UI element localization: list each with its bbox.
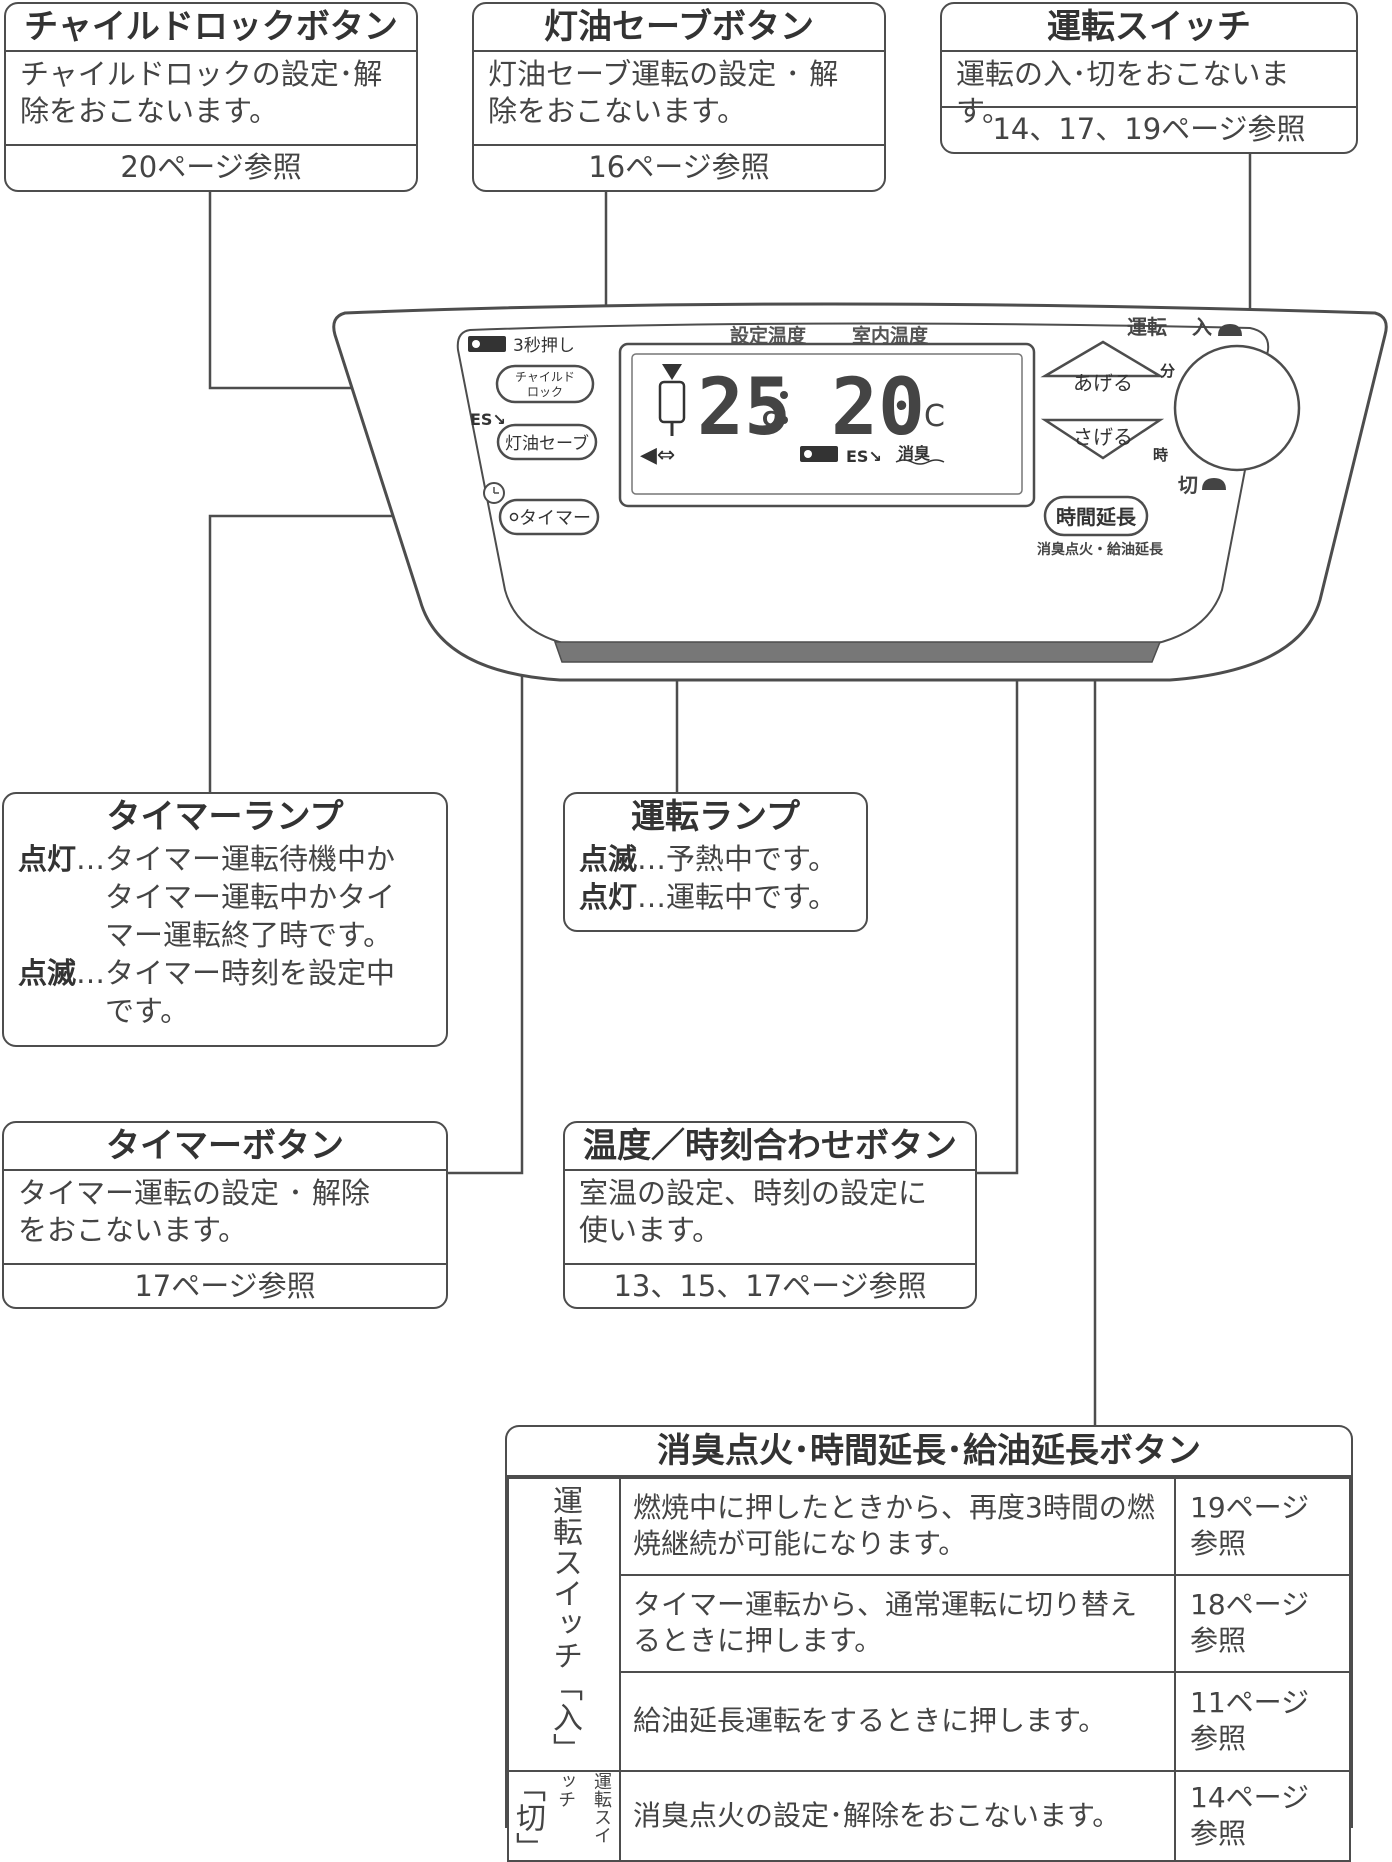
- timer-button[interactable]: [498, 498, 600, 536]
- timer-button-desc: タイマー運転の設定 ･ 解除 をおこないます。: [18, 1176, 370, 1247]
- svg-text:25: 25: [697, 363, 791, 453]
- group-off-cell: 「切」 運転スイッチ: [507, 1770, 621, 1862]
- row-text: 燃焼中に押したときから、再度3時間の燃焼継続が可能になります。: [619, 1477, 1176, 1576]
- svg-text:C: C: [924, 399, 945, 434]
- time-extend-button[interactable]: [1043, 495, 1149, 537]
- svg-text:3秒押し: 3秒押し: [513, 336, 575, 356]
- row-text: タイマー運転から、通常運転に切り替えるときに押します。: [619, 1573, 1176, 1673]
- run-lamp-callout: 運転ランプ 点滅…予熱中です。 点灯…運転中です。: [563, 792, 868, 932]
- svg-text:あげる: あげる: [1073, 371, 1133, 395]
- group-off-label: 「切」: [510, 1772, 545, 1862]
- child-lock-button[interactable]: [495, 364, 595, 404]
- kerosene-save-ref: 16ページ参照: [474, 144, 884, 188]
- svg-text:運転: 運転: [1127, 315, 1167, 339]
- run-lamp-bar: [553, 641, 1162, 663]
- kerosene-save-desc: 灯油セーブ運転の設定 ･ 解 除をおこないます。: [488, 57, 839, 128]
- timer-lamp-title: タイマーランプ: [106, 797, 344, 837]
- svg-text:さげる: さげる: [1073, 425, 1133, 449]
- lcd-display: [618, 342, 1036, 508]
- table-row: 「切」 運転スイッチ 消臭点火の設定･解除をおこないます。 14ページ 参照: [507, 1770, 1351, 1862]
- row-ref: 11ページ 参照: [1174, 1670, 1351, 1773]
- row-text: 消臭点火の設定･解除をおこないます。: [619, 1770, 1176, 1862]
- eco-save-icon: ES↘: [470, 410, 506, 429]
- row-ref: 14ページ 参照: [1174, 1770, 1351, 1862]
- run-switch-dial[interactable]: [1173, 344, 1301, 472]
- fuel-gauge-icon: [662, 364, 682, 380]
- svg-text:灯油セーブ: 灯油セーブ: [505, 433, 589, 454]
- svg-text:ロック: ロック: [527, 385, 563, 399]
- run-lamp-row-blink: 点滅…予熱中です。: [579, 842, 838, 876]
- table-row: 給油延長運転をするときに押します。 11ページ 参照: [508, 1670, 1351, 1773]
- row-ref: 19ページ 参照: [1174, 1477, 1351, 1576]
- run-lamp-rows: 点滅…予熱中です。 点灯…運転中です。: [565, 840, 866, 922]
- svg-text:C: C: [762, 407, 777, 431]
- run-switch-callout: 運転スイッチ 運転の入･切をおこないます。 14、17、19ページ参照: [940, 2, 1358, 154]
- temp-time-callout: 温度／時刻合わせボタン 室温の設定、時刻の設定に 使います。 13、15、17ペ…: [563, 1121, 977, 1309]
- child-lock-title: チャイルドロックボタン: [6, 4, 416, 52]
- timer-button-title: タイマーボタン: [4, 1123, 446, 1171]
- svg-text:入: 入: [1192, 315, 1212, 339]
- temp-time-desc: 室温の設定、時刻の設定に 使います。: [579, 1176, 928, 1247]
- child-lock-ref: 20ページ参照: [6, 144, 416, 188]
- row-text: 給油延長運転をするときに押します。: [619, 1670, 1176, 1773]
- timer-button-callout: タイマーボタン タイマー運転の設定 ･ 解除 をおこないます。 17ページ参照: [2, 1121, 448, 1309]
- kerosene-save-button[interactable]: [496, 423, 598, 461]
- run-switch-desc: 運転の入･切をおこないます。: [956, 57, 1290, 128]
- svg-text:20: 20: [831, 363, 925, 453]
- svg-text:消臭点火・給油延長: 消臭点火・給油延長: [1037, 541, 1164, 558]
- svg-text:チャイルド: チャイルド: [515, 370, 575, 384]
- temp-time-title: 温度／時刻合わせボタン: [565, 1123, 975, 1171]
- timer-lamp-rows: 点灯…タイマー運転待機中か タイマー運転中かタイ マー運転終了時です。 点滅…タ…: [4, 840, 446, 1036]
- table-row: 運転スイッチ「入」 燃焼中に押したときから、再度3時間の燃焼継続が可能になります…: [507, 1477, 1351, 1772]
- svg-text:タイマー: タイマー: [519, 508, 591, 529]
- down-button[interactable]: [1040, 418, 1165, 460]
- lcd-key-icon: [800, 446, 838, 462]
- run-switch-ref: 14、17、19ページ参照: [942, 106, 1356, 150]
- kerosene-save-callout: 灯油セーブボタン 灯油セーブ運転の設定 ･ 解 除をおこないます。 16ページ参…: [472, 2, 886, 192]
- temp-time-ref: 13、15、17ページ参照: [565, 1263, 975, 1307]
- run-lamp-title: 運転ランプ: [631, 797, 800, 837]
- row-ref: 18ページ 参照: [1174, 1573, 1351, 1673]
- svg-text:時: 時: [1153, 446, 1168, 464]
- timer-lamp-row-blink: 点滅…タイマー時刻を設定中 です。: [18, 956, 396, 1028]
- group-on-label: 運転スイッチ「入」: [507, 1477, 621, 1772]
- run-lamp-row-on: 点灯…運転中です。: [579, 880, 838, 914]
- deodor-extend-table: 消臭点火･時間延長･給油延長ボタン 運転スイッチ「入」 燃焼中に押したときから、…: [505, 1425, 1353, 1862]
- timer-lamp: [509, 512, 519, 522]
- leader-timer-button: [446, 535, 524, 1175]
- kerosene-save-title: 灯油セーブボタン: [474, 4, 884, 52]
- svg-text:切: 切: [1178, 473, 1198, 497]
- key-icon: [468, 336, 506, 352]
- child-lock-desc: チャイルドロックの設定･解 除をおこないます。: [20, 57, 383, 128]
- fan-icon: ◀⇔: [640, 443, 675, 468]
- run-switch-title: 運転スイッチ: [942, 4, 1356, 52]
- timer-lamp-row-on: 点灯…タイマー運転待機中か タイマー運転中かタイ マー運転終了時です。: [18, 842, 396, 952]
- svg-text:時間延長: 時間延長: [1056, 505, 1137, 529]
- svg-text:分: 分: [1160, 362, 1175, 380]
- table-row: タイマー運転から、通常運転に切り替えるときに押します。 18ページ 参照: [508, 1573, 1351, 1673]
- deodor-table-grid: 運転スイッチ「入」 燃焼中に押したときから、再度3時間の燃焼継続が可能になります…: [507, 1477, 1351, 1862]
- child-lock-callout: チャイルドロックボタン チャイルドロックの設定･解 除をおこないます。 20ペー…: [4, 2, 418, 192]
- svg-text:室内温度: 室内温度: [852, 324, 929, 347]
- deodor-table-title: 消臭点火･時間延長･給油延長ボタン: [507, 1427, 1351, 1477]
- svg-text:消臭: 消臭: [898, 444, 930, 463]
- svg-text:設定温度: 設定温度: [730, 324, 807, 347]
- timer-button-ref: 17ページ参照: [4, 1263, 446, 1307]
- group-off-small-label: 運転スイッチ: [555, 1772, 612, 1844]
- timer-lamp-callout: タイマーランプ 点灯…タイマー運転待機中か タイマー運転中かタイ マー運転終了時…: [2, 792, 448, 1047]
- lcd-eco-icon: ES↘: [846, 447, 882, 466]
- up-button[interactable]: [1040, 340, 1165, 378]
